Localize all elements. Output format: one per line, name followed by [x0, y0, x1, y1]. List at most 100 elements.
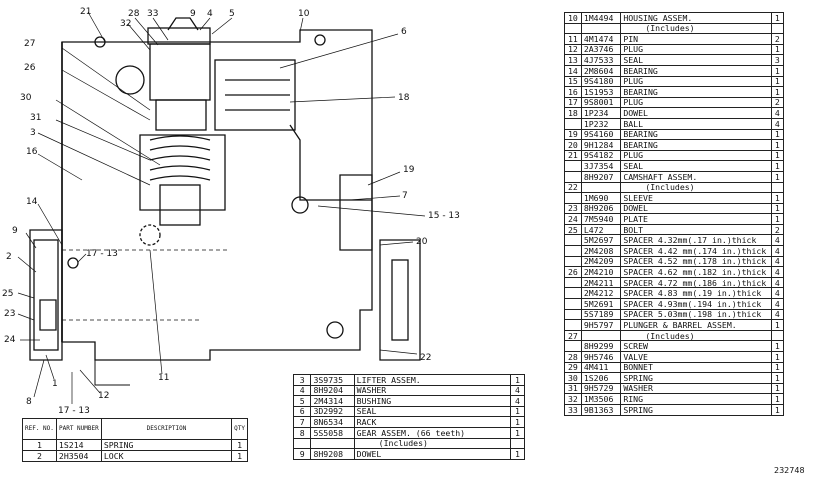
quantity: 2 [770, 223, 785, 236]
ref-no [564, 319, 582, 331]
callout-c19: 19 [403, 165, 415, 175]
part-number: 9B1363 [580, 403, 622, 416]
description: SPACER 5.03mm(.198 in.)thick [620, 308, 772, 321]
callout-c7: 7 [402, 191, 408, 201]
quantity: 1 [770, 43, 785, 56]
ref-no [564, 298, 582, 310]
description: BEARING [620, 139, 772, 151]
callout-c33: 33 [147, 9, 158, 19]
ref-no: 2 [22, 450, 57, 462]
quantity: 1 [770, 319, 785, 331]
quantity: 1 [231, 450, 248, 462]
table-header-row: REF. NO. PART NUMBER DESCRIPTION QTY [22, 418, 248, 440]
ref-no: 29 [564, 361, 582, 374]
description: PLUG [620, 96, 772, 109]
part-number: 1S206 [580, 372, 622, 384]
description: PLUG [620, 149, 772, 162]
quantity: 4 [770, 245, 785, 257]
quantity: 1 [770, 149, 785, 162]
ref-no: 10 [564, 12, 582, 24]
callout-c21: 21 [80, 7, 91, 17]
quantity: 4 [770, 255, 785, 268]
part-number: 2H3504 [55, 450, 102, 462]
ref-no [564, 308, 582, 321]
part-number: 7M5940 [580, 213, 622, 225]
ref-no [564, 170, 582, 183]
quantity: 1 [770, 351, 785, 363]
description: RACK [353, 416, 511, 428]
part-number: 9S4180 [580, 75, 622, 88]
header-ref: REF. NO. [22, 418, 57, 440]
quantity: 4 [509, 384, 526, 397]
quantity: 1 [770, 202, 785, 215]
callout-c1: 1 [52, 379, 58, 389]
quantity: 3 [770, 54, 785, 66]
ref-no: 30 [564, 372, 582, 384]
part-number [580, 329, 622, 342]
description: WASHER [353, 384, 511, 397]
ref-no: 18 [564, 107, 582, 119]
description: DOWEL [353, 448, 511, 460]
quantity: 1 [509, 426, 526, 439]
ref-no: 17 [564, 96, 582, 109]
description: SPACER 4.52 mm(.178 in.)thick [620, 255, 772, 268]
ref-no: 22 [564, 181, 582, 194]
callout-c8: 8 [26, 397, 32, 407]
description: SEAL [620, 160, 772, 172]
part-number: 9H5746 [580, 351, 622, 363]
description: (Includes) [620, 329, 772, 342]
part-number: 8N6534 [310, 416, 355, 428]
callout-c14: 14 [26, 197, 38, 207]
description: PIN [620, 33, 772, 45]
table-row: 27(Includes) [564, 329, 785, 342]
quantity: 1 [770, 86, 785, 98]
part-number: 1P232 [580, 117, 622, 130]
ref-no: 6 [292, 405, 312, 418]
part-number: L472 [580, 223, 622, 236]
part-number: 2M4210 [580, 266, 622, 278]
part-number: 3S9735 [310, 374, 355, 386]
ref-no [564, 117, 582, 130]
quantity: 1 [770, 12, 785, 24]
description: SEAL [620, 54, 772, 66]
part-number [580, 181, 622, 194]
part-number: 9S8001 [580, 96, 622, 109]
quantity [509, 437, 526, 450]
ref-no [564, 276, 582, 289]
description: PLUG [620, 75, 772, 88]
quantity: 1 [770, 213, 785, 225]
part-number: 4M1474 [580, 33, 622, 45]
part-number: 8H9208 [310, 448, 355, 460]
ref-no [292, 437, 312, 450]
includes-note: (Includes) [378, 438, 428, 449]
header-qty: QTY [231, 418, 248, 440]
ref-no: 26 [564, 266, 582, 278]
ref-no: 4 [292, 384, 312, 397]
table-row: (Includes) [564, 22, 785, 35]
part-number: 1M3506 [580, 393, 622, 405]
quantity [770, 181, 785, 194]
quantity: 4 [770, 117, 785, 130]
description: BONNET [620, 361, 772, 374]
description: SEAL [353, 405, 511, 418]
description: BUSHING [353, 395, 511, 407]
ref-no [564, 234, 582, 247]
ref-no: 5 [292, 395, 312, 407]
callout-c1713b: 17 - 13 [58, 406, 90, 416]
